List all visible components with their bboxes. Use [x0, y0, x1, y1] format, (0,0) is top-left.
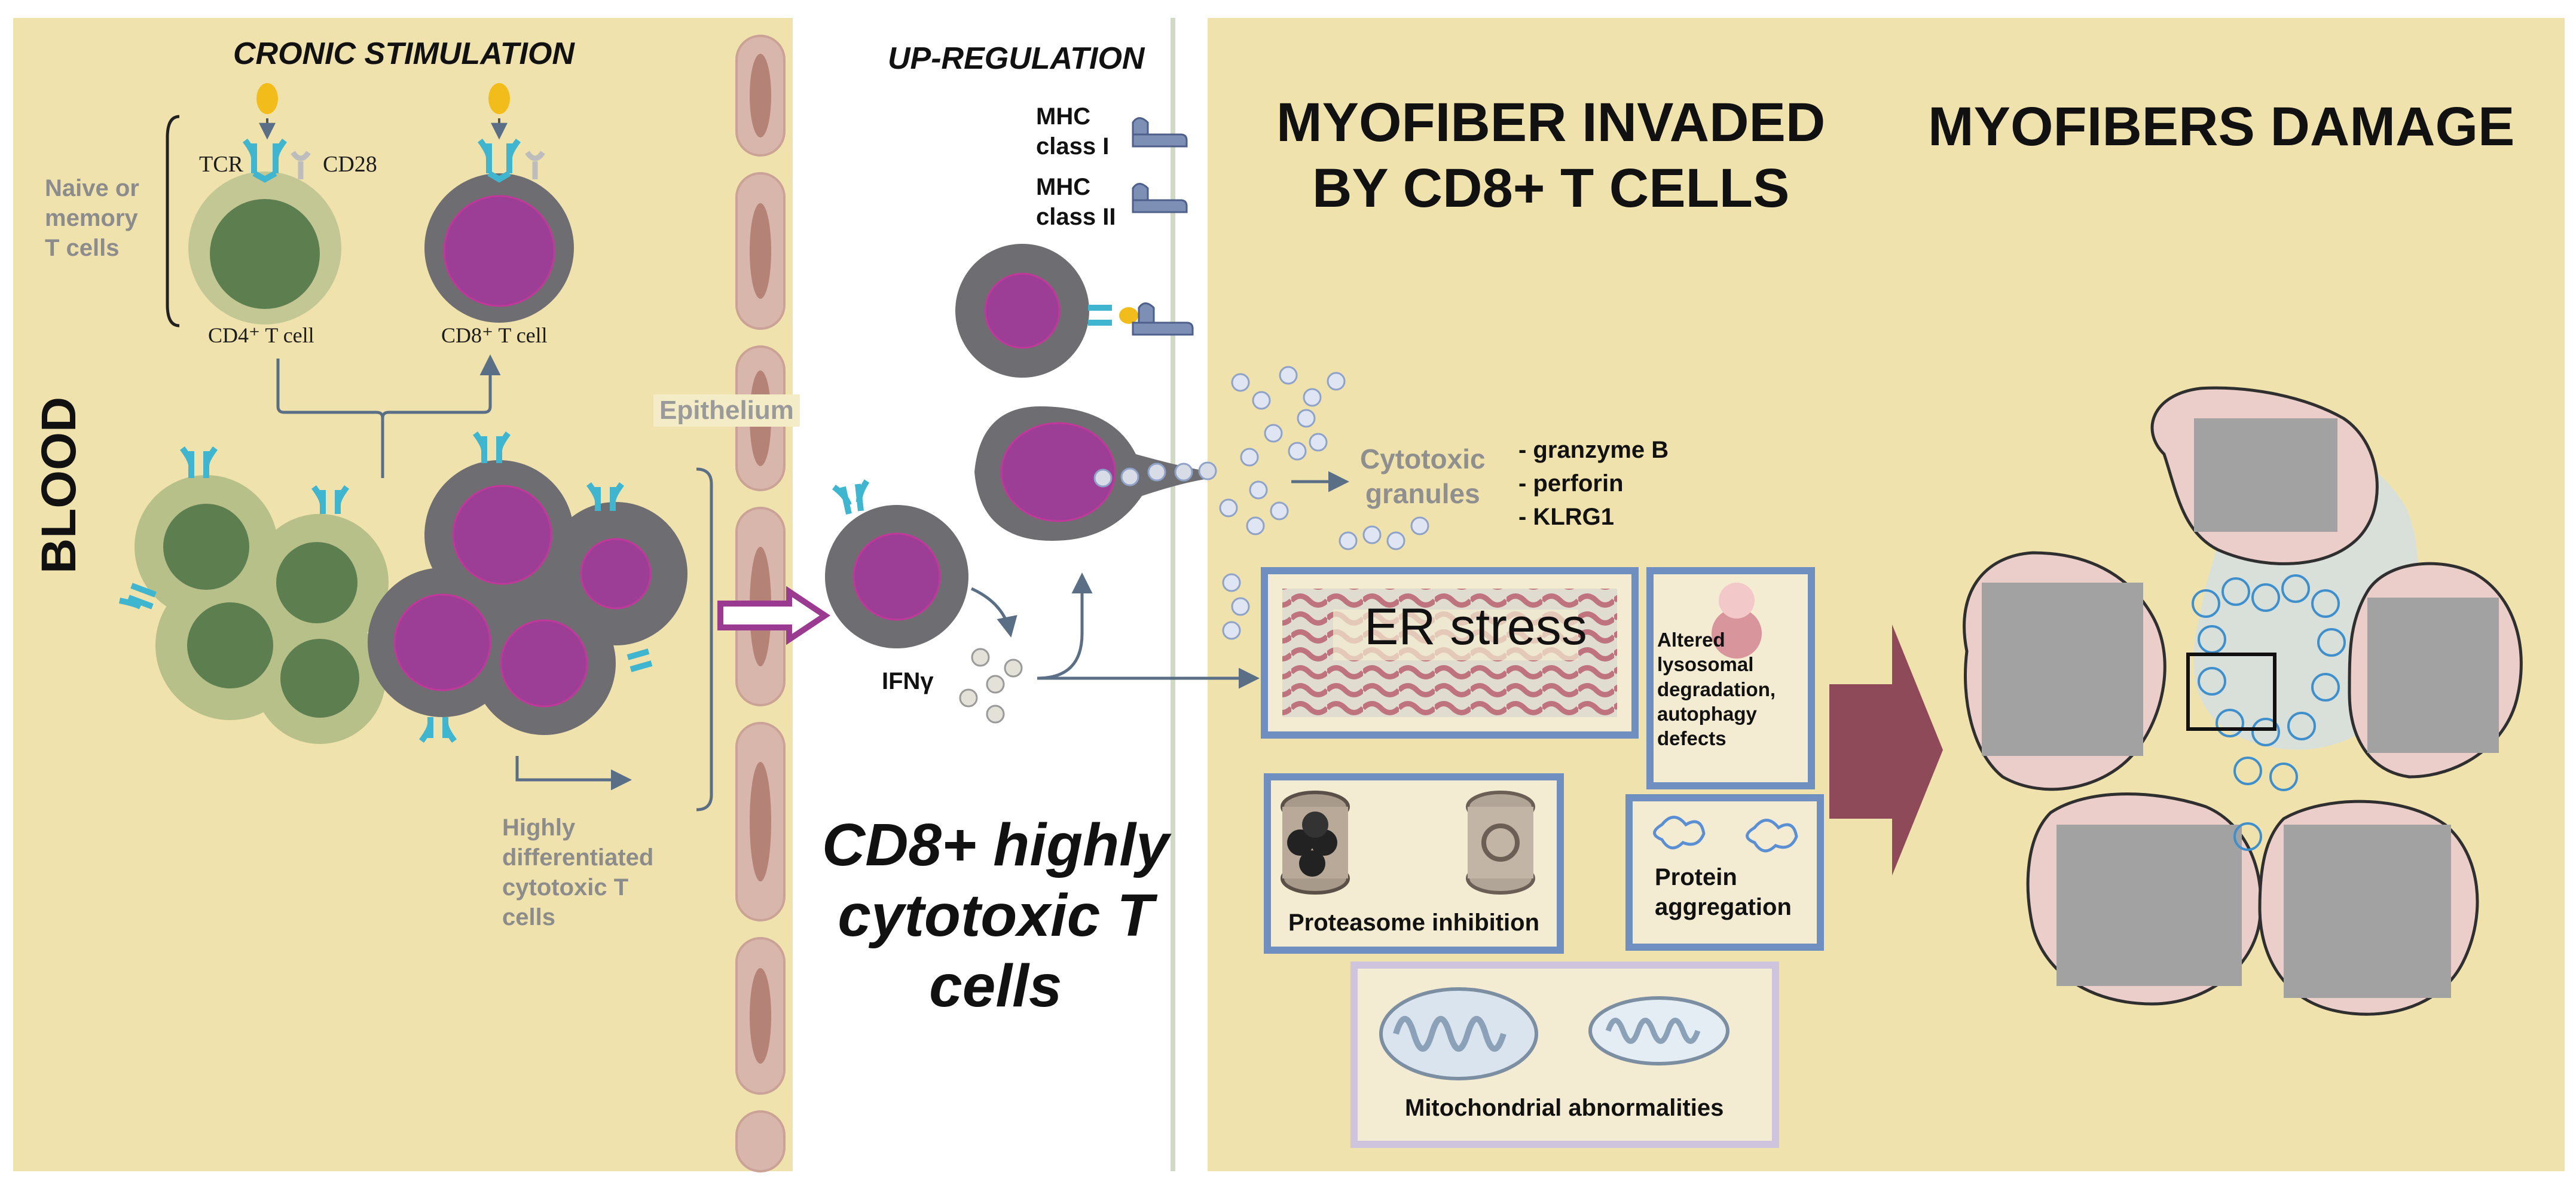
diff-arrow — [515, 756, 632, 791]
cytotoxic-granules-label: Cytotoxic granules — [1360, 443, 1486, 509]
antigen-2 — [488, 83, 510, 114]
damage-arrow — [1829, 624, 1943, 875]
cd8-cluster — [368, 431, 687, 743]
cluster-brace — [696, 467, 713, 812]
cd8-highly-cytotoxic-label: CD8+ highly cytotoxic T cells — [822, 812, 1169, 1019]
cd8-cell-label: CD8⁺ T cell — [441, 323, 548, 347]
granule-contents-list: - granzyme B - perforin - KLRG1 — [1518, 437, 1669, 530]
cd28-receptor-cd8 — [525, 151, 545, 179]
mitochondrial-label: Mitochondrial abnormalities — [1405, 1095, 1724, 1121]
er-stress-label: ER stress — [1364, 598, 1587, 656]
proteasome-label: Proteasome inhibition — [1288, 910, 1540, 936]
epithelium-label: Epithelium — [653, 394, 800, 427]
myofiber-invaded-title: MYOFIBER INVADED BY CD8+ T CELLS — [1276, 92, 1826, 219]
tcr-label: TCR — [199, 152, 243, 177]
myofibers-damage-title: MYOFIBERS DAMAGE — [1928, 96, 2515, 157]
up-regulation-header: UP-REGULATION — [888, 41, 1145, 76]
mhc-on-fiber — [1132, 302, 1194, 336]
merge-arrows — [276, 359, 490, 478]
naive-memory-label: Naive or memory T cells — [45, 175, 139, 261]
blood-label: BLOOD — [32, 396, 86, 574]
antigen-1 — [256, 83, 278, 114]
cd4-cluster — [119, 446, 389, 744]
ifn-arrow — [970, 587, 1017, 638]
cd28-receptor-cd4 — [291, 151, 311, 179]
ifn-granules — [959, 648, 1023, 724]
cd4-cell-label: CD4⁺ T cell — [208, 323, 314, 347]
aggregate-icons — [1653, 816, 1798, 853]
mhc-class-i-label: MHC class I — [1036, 103, 1110, 160]
damage-inset — [2186, 653, 2276, 731]
protein-aggregation-box — [1625, 794, 1824, 951]
mhc-class-ii-label: MHC class II — [1036, 174, 1116, 230]
transmigration-arrow — [717, 586, 831, 645]
lysosomal-label: Altered lysosomal degradation, autophagy… — [1657, 629, 1776, 749]
mhc-class-i-molecule — [1132, 117, 1188, 148]
tcr-receptor-cd8 — [477, 139, 521, 183]
naive-brace — [166, 115, 180, 327]
ifn-gamma-label: IFNγ — [882, 668, 934, 694]
infiltrate — [2192, 574, 2346, 851]
protein-aggregation-label: Protein aggregation — [1655, 864, 1792, 920]
mhc-class-ii-molecule — [1132, 183, 1188, 213]
highly-differentiated-label: Highly differentiated cytotoxic T cells — [502, 815, 654, 930]
mitochondria-icons — [1379, 987, 1729, 1080]
myofiber-section — [1963, 386, 2523, 1016]
cronic-stimulation-header: CRONIC STIMULATION — [233, 36, 575, 71]
proteasome-icons — [1281, 791, 1535, 895]
released-granules — [1219, 366, 1429, 640]
tcr-receptor-cd4 — [242, 139, 288, 183]
cd28-label: CD28 — [323, 152, 377, 177]
